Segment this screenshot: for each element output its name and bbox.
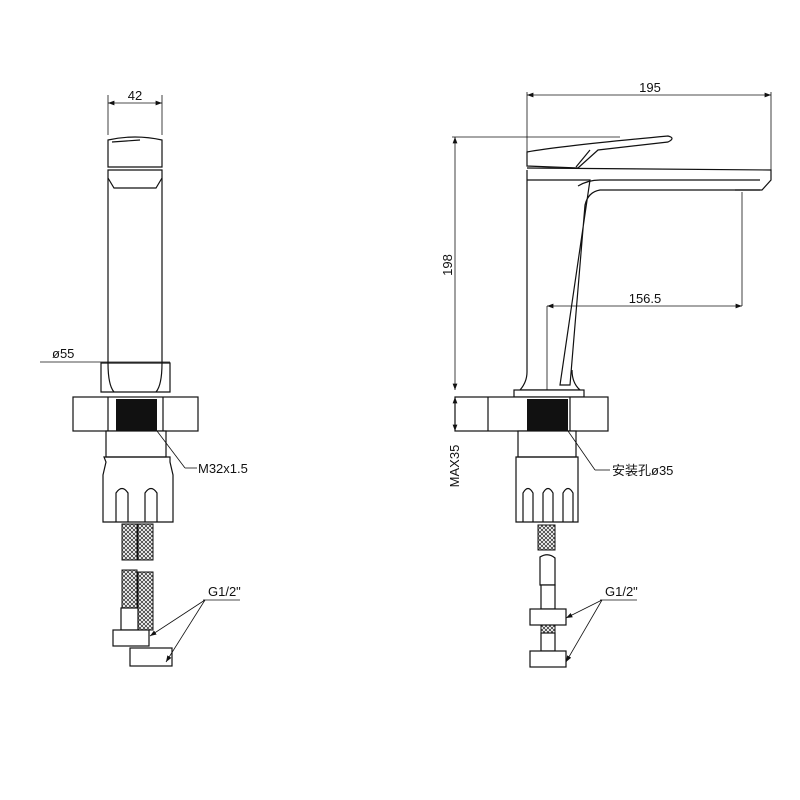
handle-base	[107, 169, 163, 189]
reach-dim-label: 156.5	[629, 291, 662, 306]
base-plate	[513, 389, 585, 398]
hose-fitting	[529, 650, 567, 668]
length-dim-label: 195	[639, 80, 661, 95]
base-collar	[100, 362, 171, 393]
height-dim-label: 198	[440, 254, 455, 276]
handle-cap	[107, 136, 163, 168]
side-view: 195 198 156.5 MAX35 安装孔ø35	[440, 80, 772, 668]
lever-handle	[526, 135, 673, 169]
mounting-nut	[102, 456, 174, 523]
max-deck-dim-label: MAX35	[447, 445, 462, 488]
front-view: 42 ø55 M32x1.5 G1/2"	[40, 88, 248, 667]
hole-label: 安装孔ø35	[612, 463, 673, 478]
hose-fitting	[112, 629, 150, 647]
thread-label: M32x1.5	[198, 461, 248, 476]
thread-shank	[527, 399, 568, 431]
diameter-dim-label: ø55	[52, 346, 74, 361]
hose-fitting-label: G1/2"	[208, 584, 241, 599]
mounting-nut	[515, 456, 579, 523]
hose-fitting	[529, 608, 567, 626]
hose-fitting-label: G1/2"	[605, 584, 638, 599]
hose-fitting	[129, 647, 173, 667]
thread-shank	[116, 399, 157, 431]
width-dim-label: 42	[128, 88, 142, 103]
